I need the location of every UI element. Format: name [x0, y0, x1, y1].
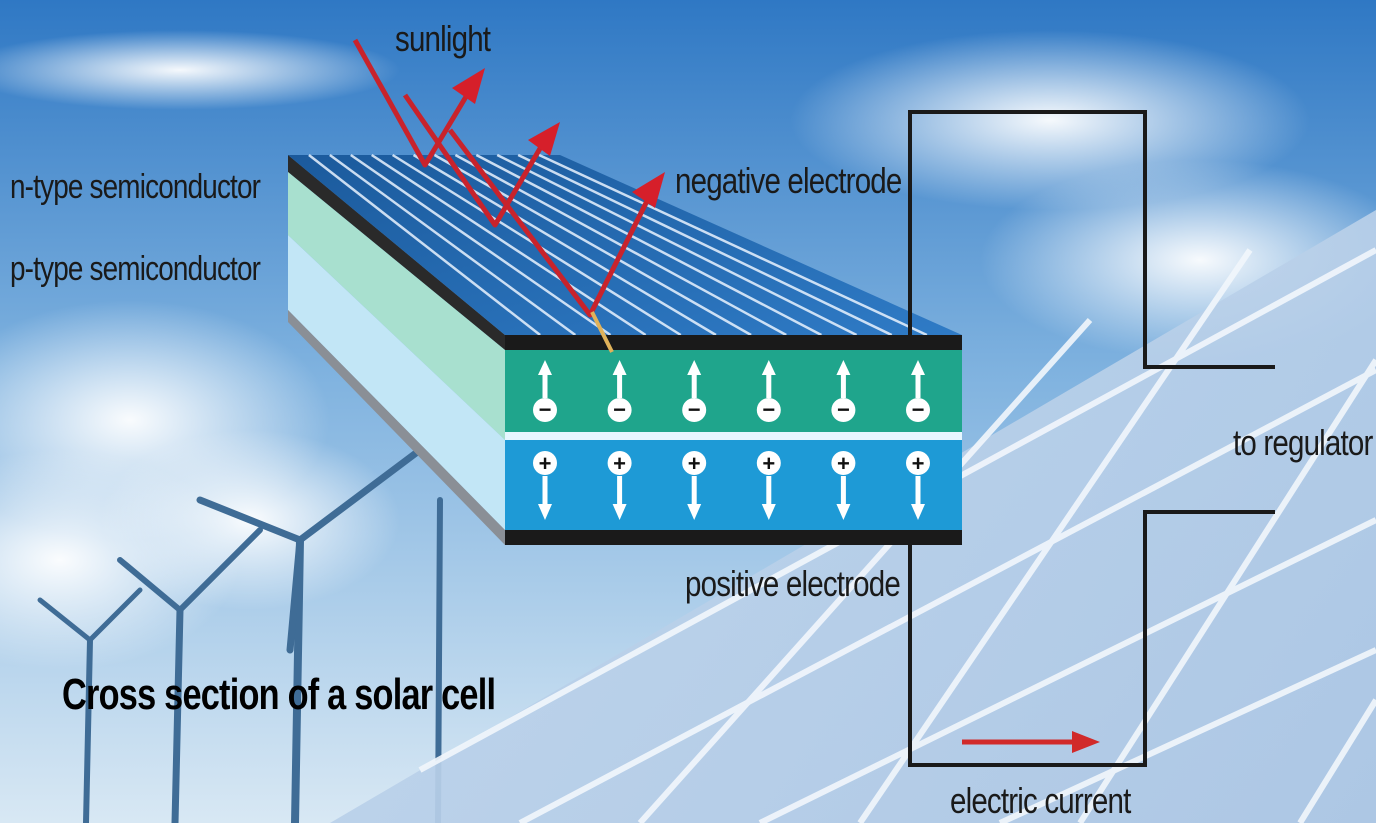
hole-carrier: +	[756, 451, 781, 520]
electron-carrier: −	[906, 360, 930, 422]
positive-charge-symbol: +	[688, 451, 701, 476]
negative-charge-symbol: −	[837, 397, 850, 422]
ray-arrowhead-1	[452, 68, 485, 104]
electric-current-arrow	[962, 731, 1100, 753]
ray-arrowhead-3	[632, 172, 665, 208]
positive-electrode-label: positive electrode	[685, 563, 901, 604]
positive-wire	[908, 510, 1275, 767]
external-circuit	[908, 110, 1275, 767]
cell-grid-line	[329, 153, 577, 337]
negative-electrode-label: negative electrode	[675, 160, 902, 201]
positive-charge-symbol: +	[613, 451, 626, 476]
hole-carrier: +	[607, 451, 632, 520]
cell-grid-line	[433, 153, 752, 337]
cell-grid-line	[371, 153, 647, 337]
sunlight-ray-3	[448, 128, 653, 318]
charge-carriers: − + − + − + − + − + − +	[533, 360, 930, 520]
cell-grid-line	[517, 153, 893, 337]
positive-charge-symbol: +	[762, 451, 775, 476]
junction-line	[505, 432, 962, 440]
cell-grid-line	[308, 154, 541, 336]
hole-carrier: +	[831, 451, 856, 520]
negative-wire	[908, 110, 1275, 369]
electron-carrier: −	[607, 360, 632, 422]
electron-carrier: −	[682, 360, 707, 422]
positive-charge-symbol: +	[837, 451, 850, 476]
to-regulator-label: to regulator	[1233, 422, 1373, 463]
negative-charge-symbol: −	[613, 397, 626, 422]
sunlight-ray-1	[352, 38, 473, 168]
cell-grid-line	[475, 153, 822, 337]
sunlight-label: sunlight	[395, 18, 491, 59]
cell-grid-line	[496, 153, 858, 337]
n-type-layer	[505, 350, 962, 432]
negative-electrode-layer	[505, 335, 962, 350]
cell-grid-line	[454, 153, 787, 337]
diagram-title: Cross section of a solar cell	[62, 670, 496, 719]
cell-grid-line	[350, 153, 612, 337]
negative-charge-symbol: −	[762, 397, 775, 422]
cell-side-faces	[288, 155, 505, 545]
sunlight-rays	[352, 38, 653, 318]
positive-electrode-layer	[505, 530, 962, 545]
p-type-semiconductor-label: p-type semiconductor	[10, 250, 261, 288]
sunlight-ray-2	[402, 93, 548, 228]
negative-charge-symbol: −	[912, 397, 925, 422]
electric-current-label: electric current	[950, 780, 1131, 821]
wind-turbines	[37, 446, 443, 823]
negative-charge-symbol: −	[539, 397, 552, 422]
n-type-semiconductor-label: n-type semiconductor	[10, 168, 261, 206]
hole-carrier: +	[533, 451, 557, 520]
hole-carrier: +	[682, 451, 707, 520]
positive-charge-symbol: +	[912, 451, 925, 476]
hole-carrier: +	[906, 451, 930, 520]
sunlight-arrowheads	[452, 68, 665, 208]
cell-grid-line	[538, 153, 928, 337]
electron-carrier: −	[831, 360, 856, 422]
electron-carrier: −	[533, 360, 557, 422]
p-type-layer	[505, 440, 962, 530]
photon-entry-mark	[590, 311, 614, 353]
electron-carrier: −	[756, 360, 781, 422]
positive-charge-symbol: +	[539, 451, 552, 476]
ray-arrowhead-2	[528, 122, 560, 156]
cell-grid-line	[412, 153, 717, 337]
negative-charge-symbol: −	[688, 397, 701, 422]
